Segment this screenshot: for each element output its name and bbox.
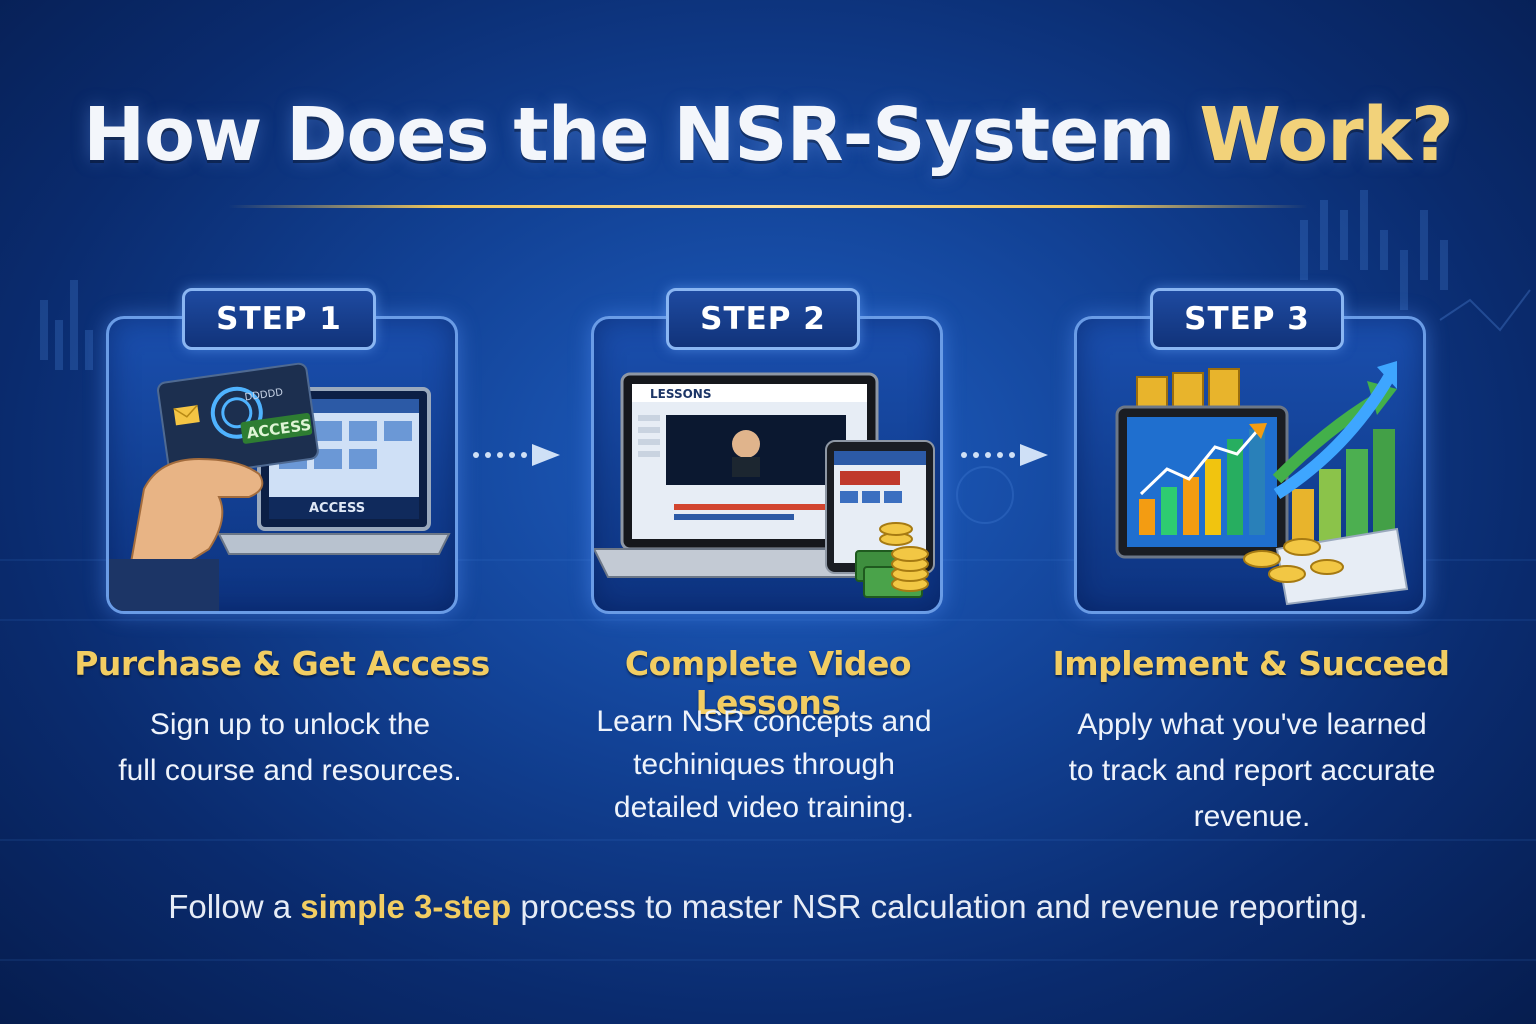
trend-arrow-icon: [1272, 361, 1397, 500]
step-1-description: Sign up to unlock the full course and re…: [118, 708, 462, 787]
footer-after: process to master NSR calculation and re…: [511, 888, 1368, 925]
footer-highlight: simple 3-step: [300, 888, 512, 925]
step-2-card: LESSONS: [591, 316, 943, 614]
step-2-title: Complete Video Lessons: [624, 644, 912, 722]
coins-icon: [1243, 538, 1344, 583]
step-3-description: Apply what you've learned to track and r…: [1068, 708, 1436, 833]
step-1-title: Purchase & Get Access: [74, 644, 490, 683]
svg-text:LESSONS: LESSONS: [650, 387, 711, 401]
step-1-badge: STEP 1: [182, 288, 376, 350]
growth-chart-illustration: [1115, 361, 1409, 606]
step-3-card: [1074, 316, 1426, 614]
title-accent: Work?: [1199, 92, 1453, 178]
tablet-icon: [825, 440, 935, 574]
credit-card-icon: DDDDD ACCESS: [157, 362, 319, 479]
svg-text:DDDDD: DDDDD: [244, 387, 284, 403]
page-title: How Does the NSR-System Work?: [0, 92, 1536, 178]
step-2-badge: STEP 2: [666, 288, 860, 350]
title-divider: [228, 205, 1308, 208]
footer-tagline: Follow a simple 3-step process to master…: [0, 888, 1536, 926]
purchase-access-illustration: ACCESS DDDDD ACCESS: [109, 362, 451, 611]
video-lessons-illustration: LESSONS: [594, 372, 935, 598]
step-1-card: ACCESS DDDDD ACCESS: [106, 316, 458, 614]
footer-before: Follow a: [168, 888, 301, 925]
arrow-right-icon: [961, 444, 1048, 466]
arrow-right-icon: [473, 444, 560, 466]
hand-icon: [109, 457, 264, 611]
step-2-description: Learn NSR concepts and techiniques throu…: [596, 705, 932, 824]
title-main: How Does the NSR-System: [83, 92, 1200, 178]
rising-bars-icon: [1292, 429, 1395, 547]
coins-icon: [879, 522, 929, 592]
step-3-badge: STEP 3: [1150, 288, 1344, 350]
svg-text:ACCESS: ACCESS: [309, 501, 365, 516]
monitor-icon: [1115, 405, 1289, 559]
step-3-title: Implement & Succeed: [1052, 644, 1450, 683]
